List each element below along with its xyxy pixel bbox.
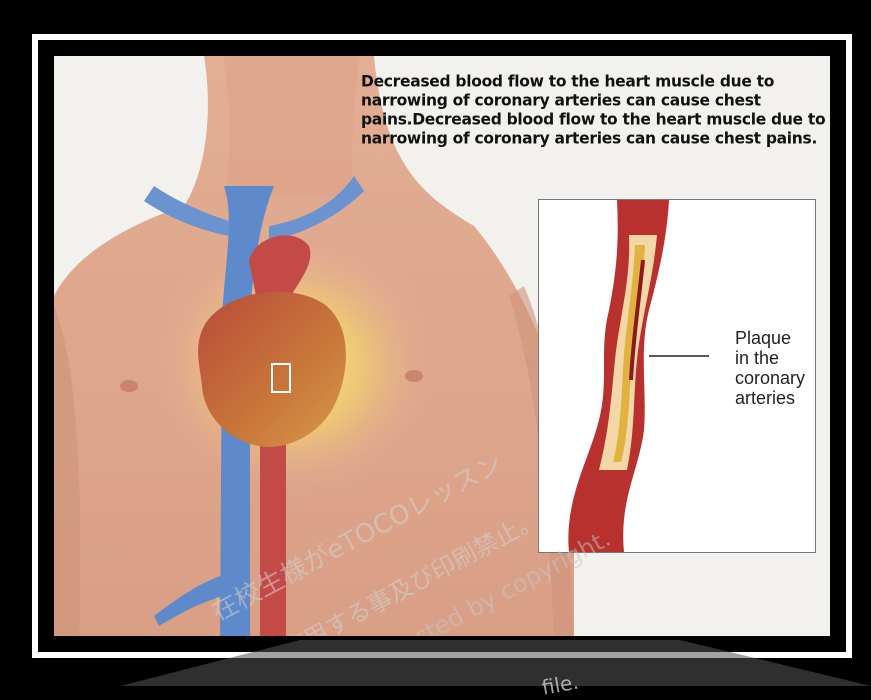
image-frame: Decreased blood flow to the heart muscle… [32, 34, 852, 658]
illustration: Decreased blood flow to the heart muscle… [54, 56, 830, 636]
artery-inset: Plaque in the coronary arteries [538, 199, 816, 553]
plaque-label-line: in the [735, 348, 805, 368]
plaque-label-line: Plaque [735, 328, 805, 348]
plaque-label-line: arteries [735, 388, 805, 408]
plaque-label: Plaque in the coronary arteries [735, 328, 805, 408]
caption-text: Decreased blood flow to the heart muscle… [361, 72, 830, 148]
plaque-label-line: coronary [735, 368, 805, 388]
bottom-overlay [0, 640, 871, 686]
